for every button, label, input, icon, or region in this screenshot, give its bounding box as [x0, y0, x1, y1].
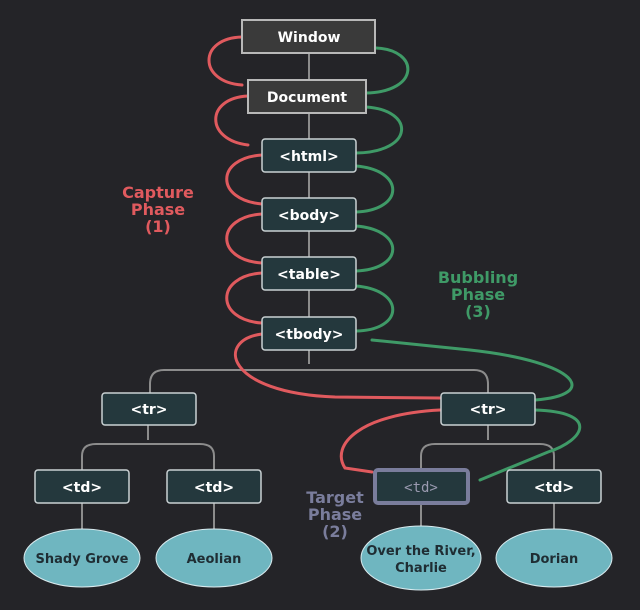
leaf-shady-grove: Shady Grove: [23, 528, 141, 588]
td-node-4: <td>: [506, 469, 602, 504]
td-label-4: <td>: [534, 480, 574, 496]
bubbling-phase-line1: Bubbling: [438, 268, 518, 287]
td-target-label: <td>: [404, 480, 438, 496]
leaf-over-the-river-line1: Over the River,: [366, 544, 475, 559]
tbody-label: <tbody>: [275, 327, 344, 343]
td-node-1: <td>: [34, 469, 130, 504]
td-label-1: <td>: [62, 480, 102, 496]
tr-left-label: <tr>: [130, 402, 167, 418]
leaf-over-the-river: Over the River, Charlie: [360, 525, 482, 591]
tr-right-node: <tr>: [440, 392, 536, 426]
leaf-shady-grove-label: Shady Grove: [36, 552, 129, 567]
bubbling-phase-label: Bubbling Phase (3): [438, 268, 518, 321]
bubbling-arrows: [354, 46, 582, 482]
target-phase-line1: Target: [306, 488, 364, 507]
leaf-aeolian: Aeolian: [155, 528, 273, 588]
document-node: Document: [247, 79, 367, 114]
target-phase-line3: (2): [322, 522, 348, 541]
window-node: Window: [241, 19, 376, 54]
target-phase-label: Target Phase (2): [306, 488, 364, 541]
target-phase-line2: Phase: [308, 505, 362, 524]
window-label: Window: [278, 30, 341, 46]
leaf-aeolian-label: Aeolian: [187, 552, 242, 567]
capture-phase-line1: Capture: [122, 183, 194, 202]
bubbling-phase-line3: (3): [465, 302, 491, 321]
table-label: <table>: [277, 267, 341, 283]
tr-left-node: <tr>: [101, 392, 197, 426]
capture-phase-line2: Phase: [131, 200, 185, 219]
capture-phase-line3: (1): [145, 217, 171, 236]
capture-arrows: [207, 35, 442, 474]
td-node-2: <td>: [166, 469, 262, 504]
body-node: <body>: [261, 197, 357, 232]
body-label: <body>: [278, 208, 340, 224]
leaf-dorian: Dorian: [495, 528, 613, 588]
td-label-2: <td>: [194, 480, 234, 496]
html-label: <html>: [279, 149, 339, 165]
td-target-node: <td>: [373, 468, 470, 505]
tbody-node: <tbody>: [261, 316, 357, 351]
html-node: <html>: [261, 138, 357, 173]
table-node: <table>: [261, 256, 357, 291]
document-label: Document: [267, 90, 348, 106]
capture-phase-label: Capture Phase (1): [122, 183, 194, 236]
tr-right-label: <tr>: [469, 402, 506, 418]
bubbling-phase-line2: Phase: [451, 285, 505, 304]
leaf-dorian-label: Dorian: [530, 552, 579, 567]
leaf-over-the-river-line2: Charlie: [395, 561, 447, 576]
